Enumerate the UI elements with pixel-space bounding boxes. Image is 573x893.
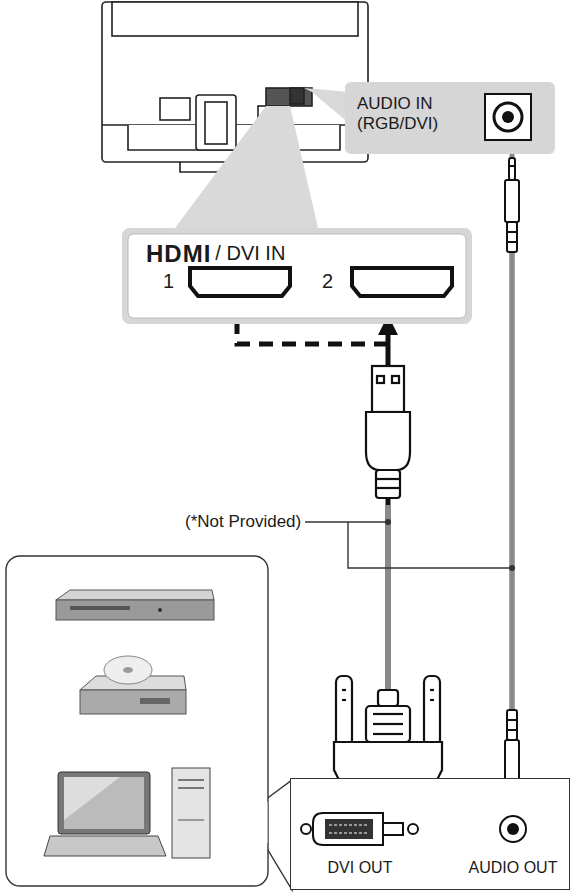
port-label: AUDIO IN (RGB/DVI) (357, 94, 475, 133)
leader-line (305, 522, 510, 568)
zoom-callout (304, 88, 350, 124)
note-label: (*Not Provided) (185, 512, 301, 532)
tv-back (102, 2, 368, 172)
port-panel: HDMI/ DVI IN (122, 228, 472, 324)
port-number: 1 (163, 270, 174, 293)
leader-dot (509, 565, 515, 571)
disc-player (80, 656, 186, 714)
cable (510, 250, 515, 712)
zoom-callout (175, 106, 318, 228)
dvi-plug (334, 676, 442, 790)
port-panel: AUDIO IN (RGB/DVI) (345, 82, 555, 154)
computer (44, 768, 210, 858)
audio-plug (505, 158, 519, 252)
port-panel: DVI OUT AUDIO OUT (290, 778, 570, 890)
port-label: AUDIO OUT (457, 859, 569, 877)
port-label: DVI OUT (291, 859, 429, 877)
dvd-player (56, 590, 214, 620)
leader-dot (385, 519, 391, 525)
port-label: / DVI IN (215, 242, 285, 265)
device-panel (6, 556, 292, 890)
cable (386, 505, 391, 690)
port-label: HDMI (146, 240, 211, 268)
hdmi-plug (366, 366, 410, 498)
port-number: 2 (322, 270, 333, 293)
